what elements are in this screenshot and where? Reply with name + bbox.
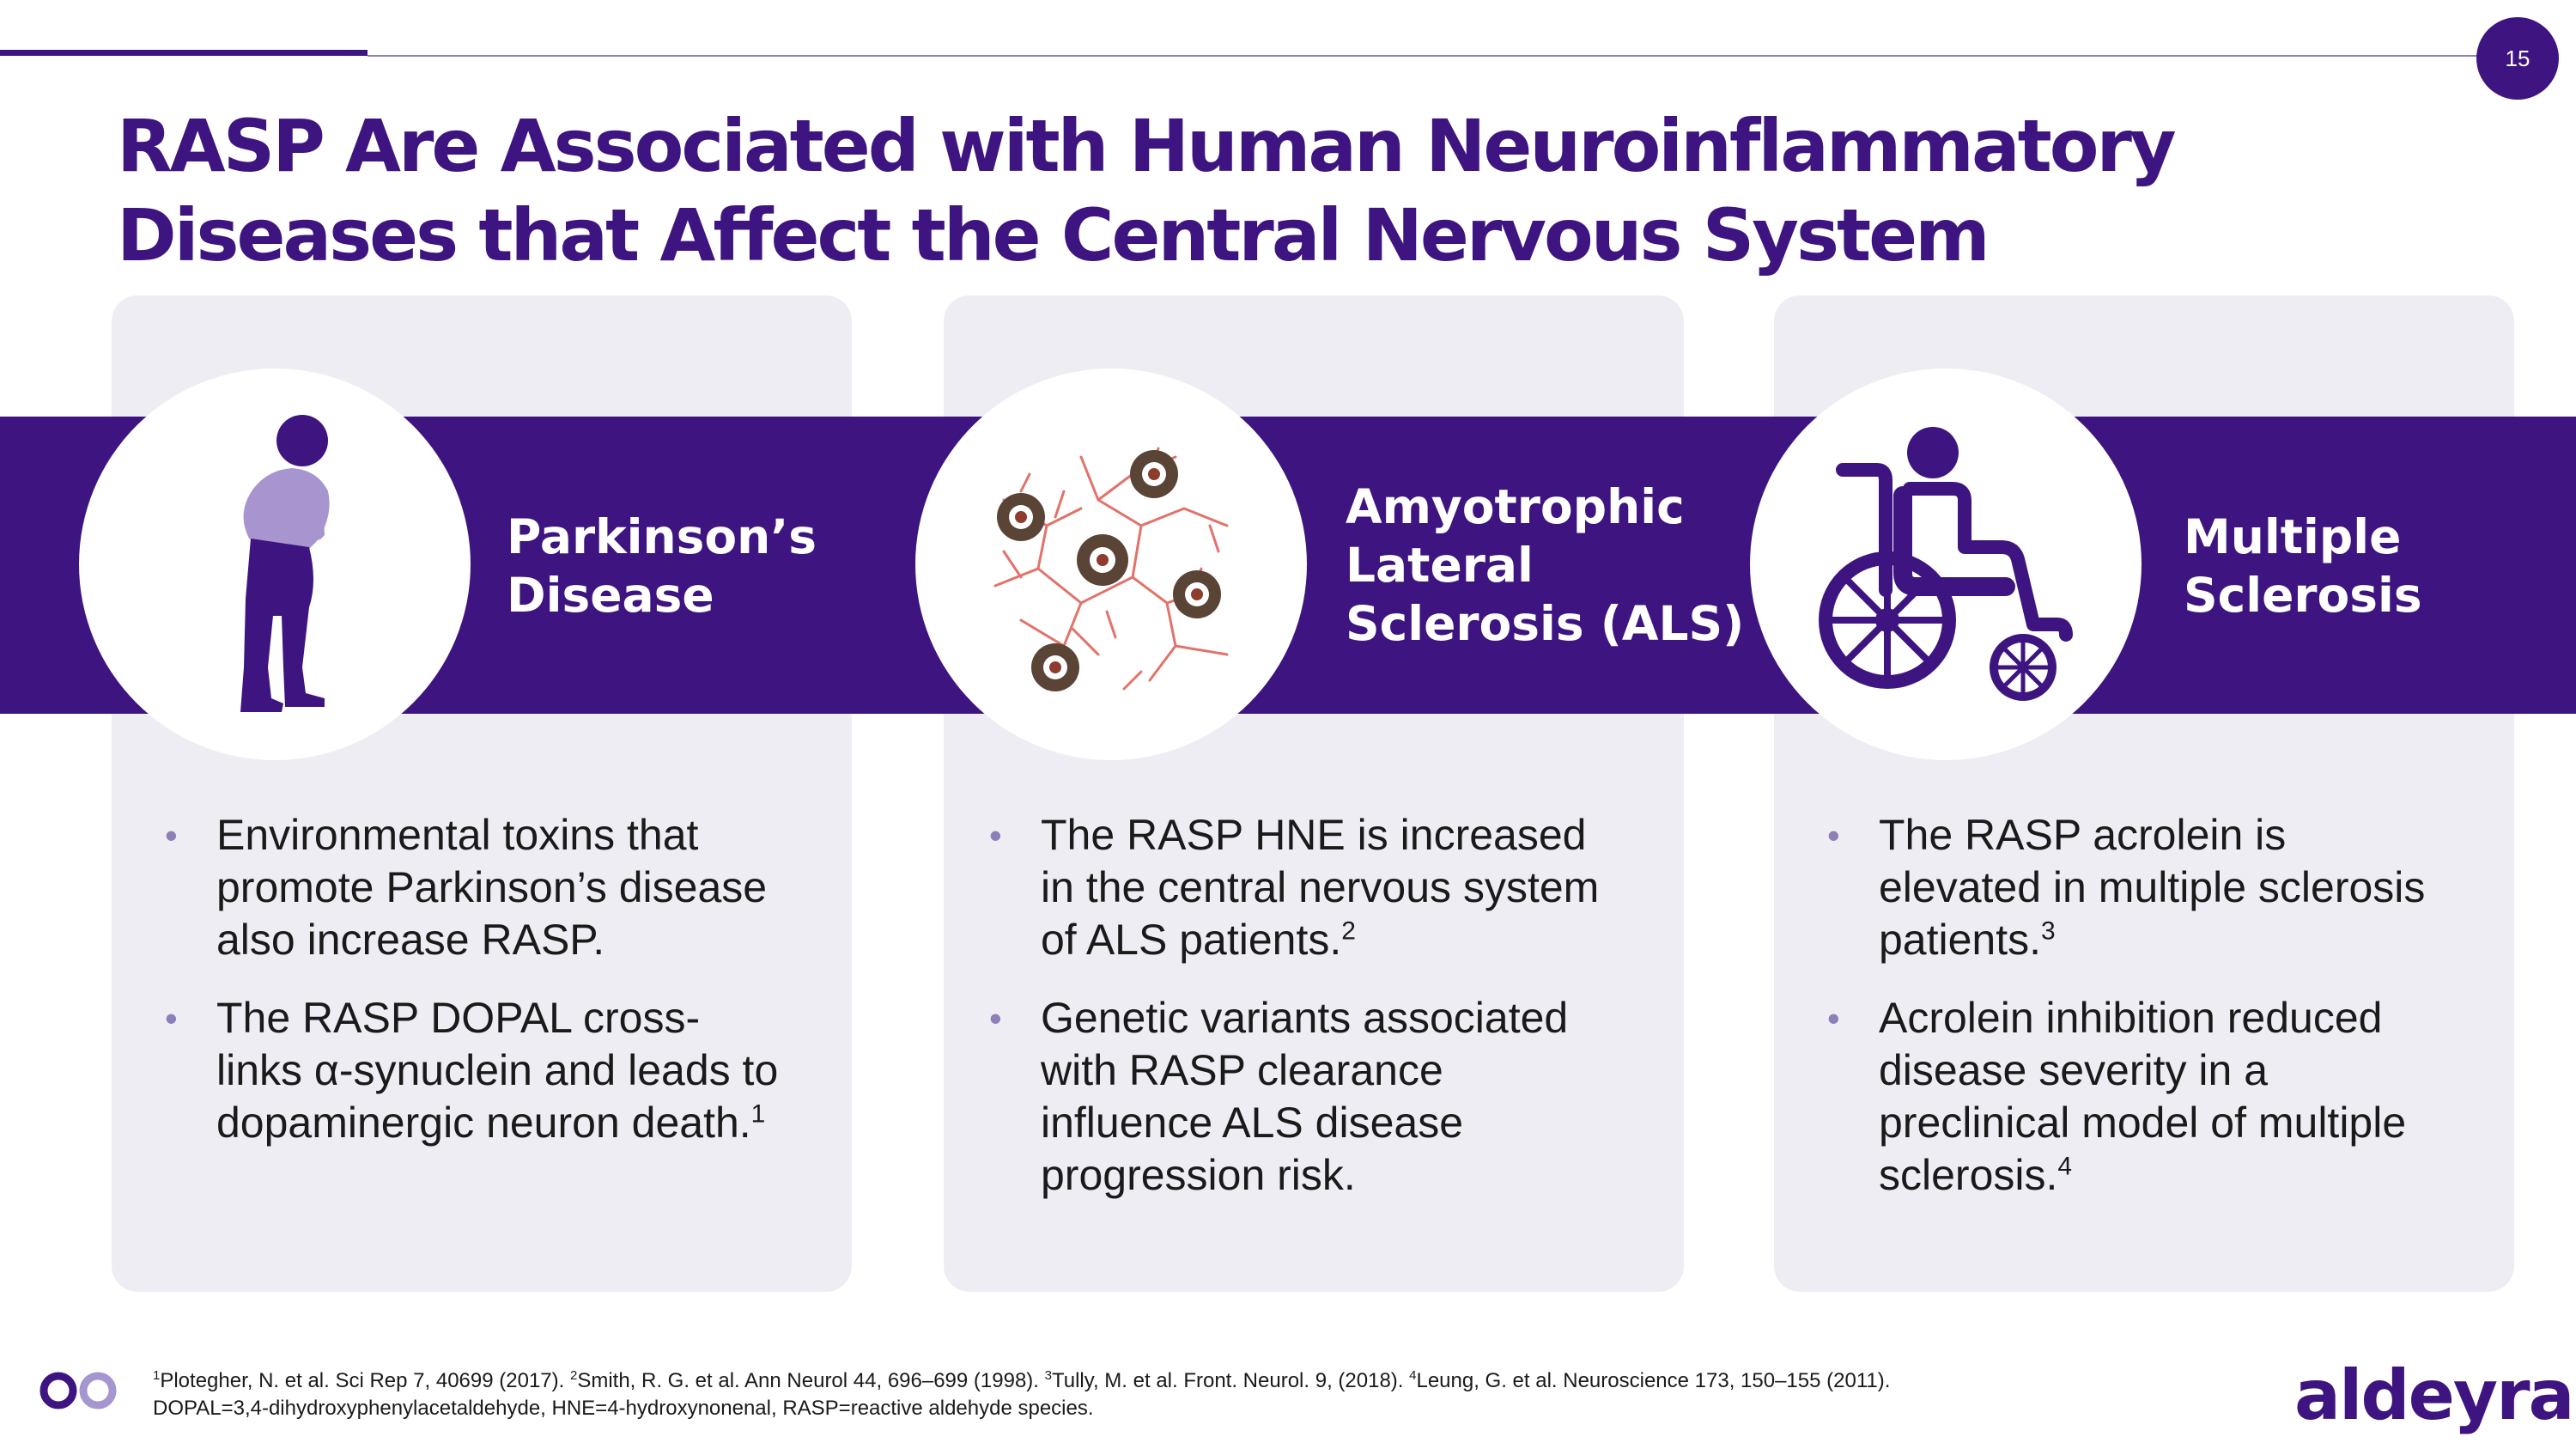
header-rule-accent (0, 50, 368, 56)
als-illustration-circle (915, 368, 1307, 760)
bullet-dot: • (1827, 815, 1840, 855)
list-item: •The RASP DOPAL cross-links α-synuclein … (165, 994, 779, 1147)
list-item: •Acrolein inhibition reduced disease sev… (1827, 994, 2407, 1199)
parkinsons-illustration-circle (79, 368, 471, 760)
references-line: 1Plotegher, N. et al. Sci Rep 7, 40699 (… (153, 1368, 1891, 1392)
bullet-list-ms: •The RASP acrolein is elevated in multip… (1827, 809, 2428, 1227)
footnotes: 1Plotegher, N. et al. Sci Rep 7, 40699 (… (153, 1362, 1890, 1422)
aldeyra-logo-mark-icon (39, 1372, 117, 1409)
header-rule (368, 55, 2480, 57)
wheelchair-icon (1819, 427, 2073, 701)
bullet-dot: • (165, 815, 178, 855)
disease-title-ms: Multiple Sclerosis (2184, 509, 2422, 623)
bullet-dot: • (989, 998, 1002, 1038)
bullet-dot: • (165, 998, 178, 1038)
list-item: •The RASP HNE is increased in the centra… (989, 811, 1600, 964)
disease-title-als: Amyotrophic Lateral Sclerosis (ALS) (1346, 479, 1745, 651)
neurons-illustration (993, 447, 1229, 691)
ms-illustration-circle (1750, 368, 2142, 760)
bullet-dot: • (1827, 998, 1840, 1038)
hunched-person-icon (240, 415, 330, 712)
slide-title: RASP Are Associated with Human Neuroinfl… (117, 104, 2177, 277)
bullet-list-als: •The RASP HNE is increased in the centra… (989, 809, 1607, 1227)
list-item: •The RASP acrolein is elevated in multip… (1827, 811, 2426, 964)
disease-title-parkinsons: Parkinson’s Disease (507, 509, 817, 623)
page-number-badge: 15 (2476, 17, 2559, 100)
bullet-dot: • (989, 815, 1002, 855)
abbreviations-line: DOPAL=3,4-dihydroxyphenylacetaldehyde, H… (153, 1397, 1094, 1420)
list-item: •Environmental toxins that promote Parki… (165, 811, 768, 964)
brand-logo: aldeyra (2294, 1355, 2575, 1435)
list-item: •Genetic variants associated with RASP c… (989, 994, 1569, 1199)
bullet-list-parkinsons: •Environmental toxins that promote Parki… (165, 809, 783, 1175)
